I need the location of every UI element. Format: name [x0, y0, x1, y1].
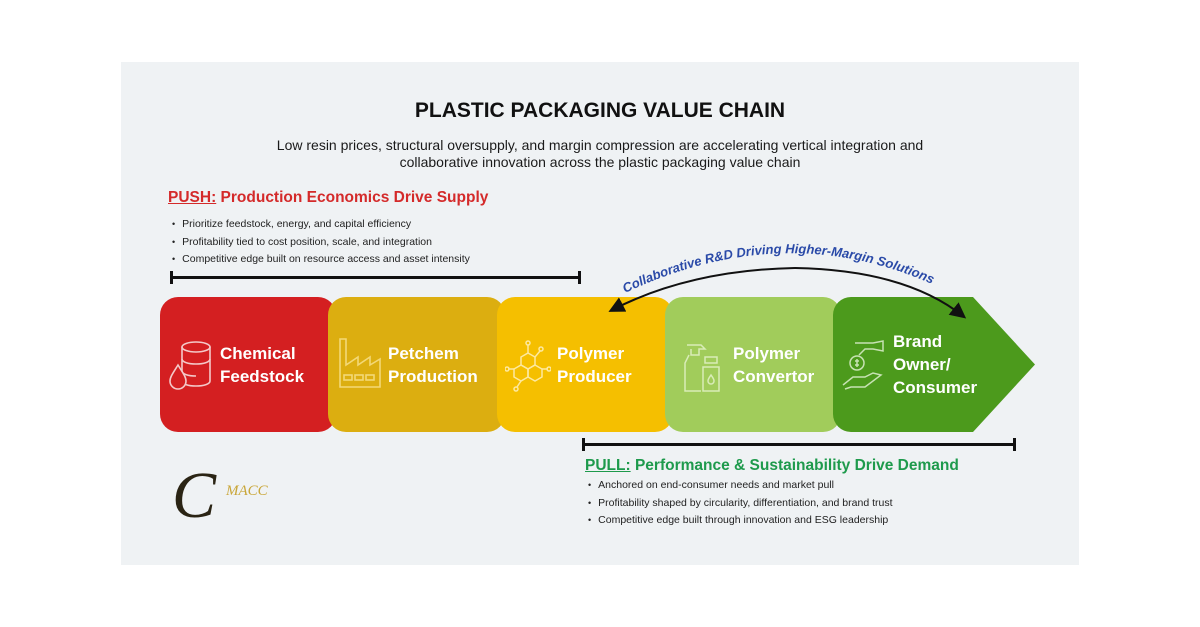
pull-bullets: Anchored on end-consumer needs and marke… [588, 477, 893, 530]
stage-label: Polymer Producer [557, 343, 632, 386]
pull-bracket [582, 438, 1016, 451]
push-bracket [170, 271, 581, 284]
push-heading-text: Production Economics Drive Supply [216, 189, 489, 206]
subtitle: Low resin prices, structural oversupply,… [276, 137, 924, 170]
stage-label: Brand Owner/ Consumer [893, 332, 978, 397]
stage-petchem-production: Petchem Production [328, 297, 505, 432]
molecule-icon [505, 339, 551, 392]
list-item: Anchored on end-consumer needs and marke… [588, 477, 893, 495]
list-item: Profitability shaped by circularity, dif… [588, 495, 892, 513]
pull-heading: PULL: Performance & Sustainability Drive… [585, 457, 959, 475]
stage-label: Polymer Convertor [733, 343, 815, 386]
push-heading: PUSH: Production Economics Drive Supply [168, 189, 488, 207]
oil-barrel-icon [169, 340, 211, 390]
hand-coin-icon [842, 339, 884, 390]
logo-big: C [172, 459, 217, 525]
cmacc-logo: C MACC [172, 459, 269, 525]
factory-icon [339, 337, 381, 388]
push-bullets: Prioritize feedstock, energy, and capita… [172, 216, 470, 269]
stage-polymer-producer: Polymer Producer [497, 297, 673, 432]
stage-label: Chemical Feedstock [220, 343, 305, 386]
list-item: Profitability tied to cost position, sca… [172, 234, 470, 252]
stage-chemical-feedstock: Chemical Feedstock [160, 297, 336, 432]
push-key: PUSH: [168, 189, 217, 206]
stage-polymer-convertor: Polymer Convertor [665, 297, 841, 432]
bottles-icon [684, 343, 720, 392]
page-title: PLASTIC PACKAGING VALUE CHAIN [414, 99, 786, 122]
list-item: Prioritize feedstock, energy, and capita… [172, 216, 470, 234]
logo-small: MACC [225, 483, 269, 499]
pull-heading-text: Performance & Sustainability Drive Deman… [630, 457, 959, 474]
stage-label: Petchem Production [388, 343, 478, 386]
list-item: Competitive edge built on resource acces… [172, 251, 470, 269]
list-item: Competitive edge built through innovatio… [588, 512, 893, 530]
pull-key: PULL: [585, 457, 631, 474]
